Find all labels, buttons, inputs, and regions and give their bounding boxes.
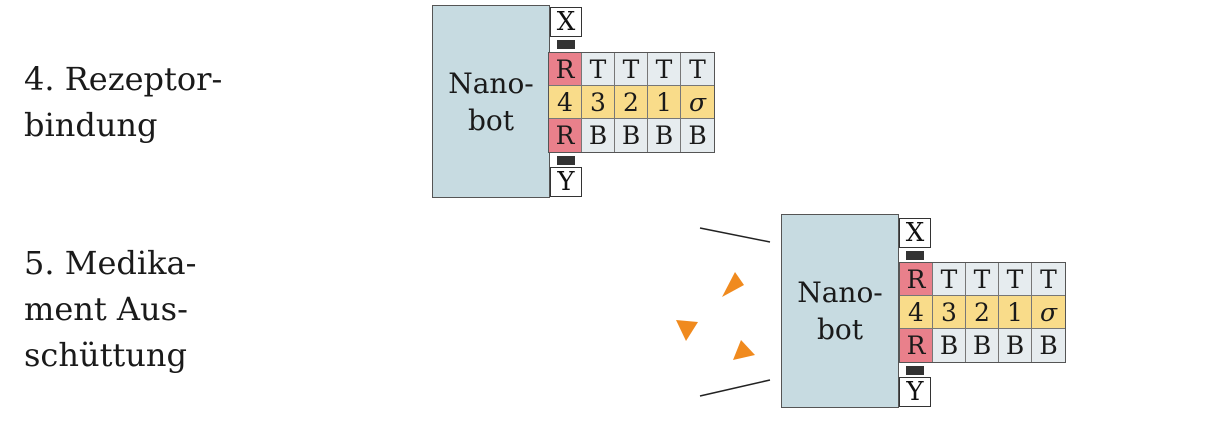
tape-cell: B — [615, 119, 648, 152]
tape-cell: 2 — [966, 296, 999, 329]
tape-cell: T — [615, 53, 648, 86]
tape-cell: 3 — [582, 86, 615, 119]
step-5-line-1: 5. Medika- — [24, 244, 197, 282]
tape-cell: B — [933, 329, 966, 362]
tape-cell: B — [582, 119, 615, 152]
tape-cell: T — [648, 53, 681, 86]
tape-cell: R — [549, 119, 582, 152]
tape-cell: B — [966, 329, 999, 362]
step-5-label: 5. Medika- ment Aus- schüttung — [24, 240, 196, 378]
tape-cell: 4 — [549, 86, 582, 119]
receptor-y-box: Y — [550, 167, 582, 197]
nanobot-body: Nano- bot — [781, 214, 899, 408]
connector-bottom — [906, 366, 924, 375]
tape-cell: 1 — [648, 86, 681, 119]
tape-cell: 4 — [900, 296, 933, 329]
step-5-line-3: schüttung — [24, 336, 187, 374]
step-4-label: 4. Rezeptor- bindung — [24, 56, 222, 148]
connector-top — [557, 40, 575, 49]
drug-particle — [722, 272, 744, 297]
nanobot-label-line-2: bot — [816, 313, 864, 346]
tape-cell: T — [582, 53, 615, 86]
nanobot-label-line-1: Nano- — [448, 66, 534, 100]
tape-cell: 3 — [933, 296, 966, 329]
receptor-x-box: X — [899, 218, 931, 248]
drug-particle — [676, 320, 698, 341]
tape-cell: σ — [681, 86, 714, 119]
drug-particle — [733, 340, 755, 360]
tape-cell: R — [900, 263, 933, 296]
connector-top — [906, 251, 924, 260]
tape-cell: R — [549, 53, 582, 86]
nanobot-label-line-2: bot — [467, 103, 515, 137]
tape-cell: 2 — [615, 86, 648, 119]
tape-cell: T — [999, 263, 1032, 296]
tape-cell: B — [1032, 329, 1065, 362]
tape-cell: B — [648, 119, 681, 152]
tape-cell: B — [681, 119, 714, 152]
tape-cell: T — [1032, 263, 1065, 296]
tape-cell: T — [966, 263, 999, 296]
opening-line-bottom — [699, 379, 771, 397]
connector-bottom — [557, 156, 575, 165]
tape-cell: R — [900, 329, 933, 362]
drug-particles — [676, 272, 755, 360]
tape-cell: B — [999, 329, 1032, 362]
tape-cell: T — [681, 53, 714, 86]
nanobot-label-line-1: Nano- — [797, 276, 883, 309]
opening-line-top — [699, 227, 771, 243]
receptor-y-box: Y — [899, 377, 931, 407]
tape-cell: T — [933, 263, 966, 296]
receptor-x-box: X — [550, 7, 582, 37]
step-4-line-1: 4. Rezeptor- — [24, 60, 223, 98]
step-5-line-2: ment Aus- — [24, 290, 188, 328]
tape-cell: σ — [1032, 296, 1065, 329]
nanobot-body: Nano- bot — [432, 5, 550, 198]
tape-cell: 1 — [999, 296, 1032, 329]
step-4-line-2: bindung — [24, 106, 158, 144]
